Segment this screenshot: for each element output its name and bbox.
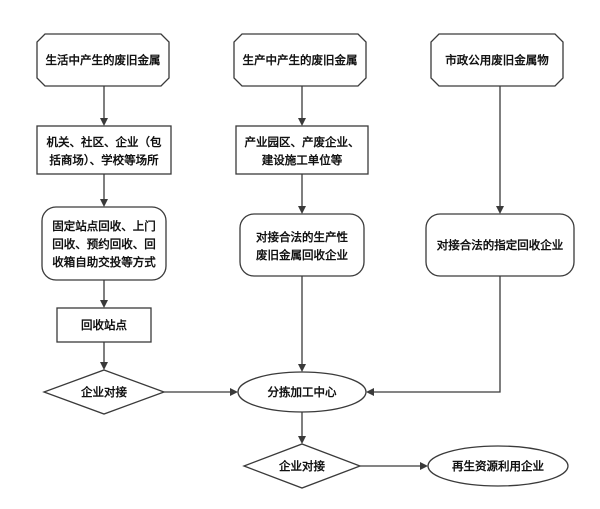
recycling-station: 回收站点 <box>56 307 152 343</box>
dock-bottom-label: 企业对接 <box>278 459 325 473</box>
method-production-enterprise: 对接合法的生产性 废旧金属回收企业 <box>239 213 365 277</box>
sorting-center: 分拣加工中心 <box>237 371 367 413</box>
sorting-center-label: 分拣加工中心 <box>268 385 337 399</box>
place-institutions-line-1: 机关、社区、企业（包 <box>47 135 162 149</box>
source-municipal: 市政公用废旧金属物 <box>430 33 564 87</box>
place-industry: 产业园区、产废企业、 建设施工单位等 <box>235 125 369 175</box>
method-collection-line-3: 收箱自助交投等方式 <box>52 255 156 269</box>
arrowhead <box>298 364 306 372</box>
source-production-label: 生产中产生的废旧金属 <box>243 53 358 67</box>
place-institutions-line-2: 括商场）、学校等场所 <box>49 153 159 167</box>
recycler-label: 再生资源利用企业 <box>452 459 544 473</box>
place-industry-line-1: 产业园区、产废企业、 <box>245 135 360 149</box>
arrowhead <box>496 206 504 214</box>
place-institutions: 机关、社区、企业（包 括商场）、学校等场所 <box>36 125 172 175</box>
source-household: 生活中产生的废旧金属 <box>36 33 170 87</box>
edge-designated-to-center <box>374 276 501 393</box>
arrowhead <box>100 300 108 308</box>
arrowhead <box>100 362 108 370</box>
arrowhead <box>298 436 306 444</box>
arrowhead <box>298 118 306 126</box>
arrowhead <box>100 199 108 207</box>
dock-bottom: 企业对接 <box>242 443 362 489</box>
recycler: 再生资源利用企业 <box>427 445 569 487</box>
place-industry-line-2: 建设施工单位等 <box>262 153 343 167</box>
dock-left-label: 企业对接 <box>80 385 127 399</box>
method-designated-enterprise: 对接合法的指定回收企业 <box>425 213 575 277</box>
method-collection: 固定站点回收、上门 回收、预约回收、回 收箱自助交投等方式 <box>41 206 167 281</box>
method-collection-line-2: 回收、预约回收、回 <box>52 237 156 251</box>
dock-left: 企业对接 <box>42 369 166 415</box>
arrowhead <box>230 388 238 396</box>
source-production: 生产中产生的废旧金属 <box>233 33 367 87</box>
arrowhead <box>298 206 306 214</box>
source-municipal-label: 市政公用废旧金属物 <box>445 53 549 67</box>
method-designated-enterprise-label: 对接合法的指定回收企业 <box>437 238 564 252</box>
method-production-enterprise-line-1: 对接合法的生产性 <box>256 230 348 244</box>
arrowhead <box>366 388 374 396</box>
source-household-label: 生活中产生的废旧金属 <box>46 53 161 67</box>
recycling-station-label: 回收站点 <box>81 318 127 332</box>
method-collection-line-1: 固定站点回收、上门 <box>52 219 156 233</box>
arrowhead <box>100 118 108 126</box>
method-production-enterprise-line-2: 废旧金属回收企业 <box>256 248 348 262</box>
edges <box>100 86 504 470</box>
arrowhead <box>420 462 428 470</box>
